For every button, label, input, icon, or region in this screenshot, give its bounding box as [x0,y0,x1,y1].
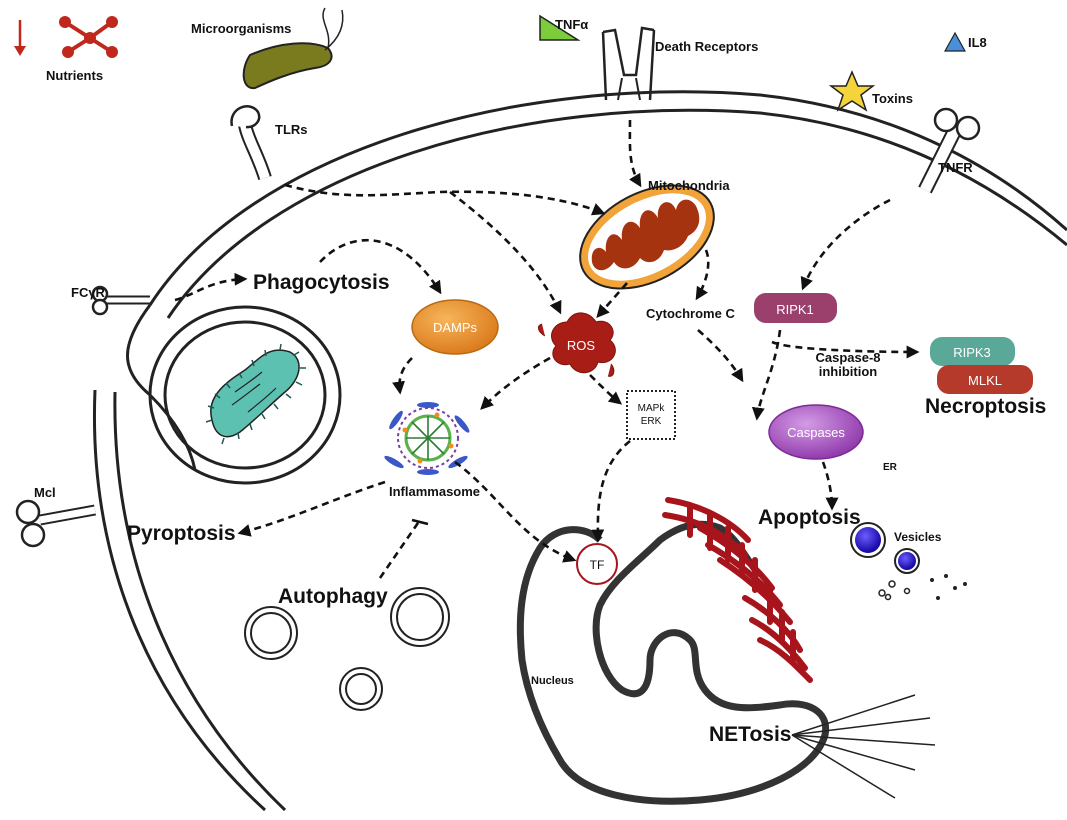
ripk3-node [930,337,1015,366]
caspase8-label-line2: inhibition [819,364,878,379]
tnfr-label: TNFR [938,160,973,175]
damps-node [411,299,499,355]
toxin-icon [828,70,876,112]
cell-membrane [92,90,1067,812]
netosis-label: NETosis [709,723,791,746]
phagosome [126,304,342,485]
autophagy-label: Autophagy [278,585,388,608]
nucleus-label: Nucleus [531,675,574,687]
ripk1-label: RIPK1 [776,302,814,317]
fcgr-label: FCγR [71,285,106,300]
nutrients-icon [14,16,118,58]
ros-label: ROS [567,338,596,353]
vesicles-label: Vesicles [894,530,942,544]
necroptosis-label: Necroptosis [925,395,1046,418]
death-receptor [601,26,656,101]
phagocytosis-label: Phagocytosis [253,271,390,294]
erk-label: ERK [641,416,662,427]
mitochondria-label: Mitochondria [648,178,730,193]
er-label: ER [883,462,898,473]
mitochondrion [579,184,715,290]
nucleus [516,520,830,805]
fcgr-receptor [91,285,150,316]
mcl-label: Mcl [34,485,56,500]
tf-node [576,543,618,585]
autophagosomes [244,587,450,711]
tlrs-label: TLRs [275,122,308,137]
mapk-label: MAPk [638,403,666,414]
toxins-label: Toxins [872,91,913,106]
ripk1-node [754,293,837,323]
microorganisms-label: Microorganisms [191,21,291,36]
ros-node [537,312,616,377]
tnfr-receptor [918,107,981,194]
er-network [662,497,813,683]
tnfa-label: TNFα [555,17,588,32]
pathway-arrows [174,119,920,579]
inhibition-bar [411,518,429,526]
mlkl-node [937,365,1033,394]
tnfa-icon [539,14,581,41]
inflammasome-label: Inflammasome [389,484,480,499]
tlr-receptor [230,105,272,181]
inflammasome-complex [384,402,470,475]
mlkl-label: MLKL [968,373,1002,388]
mapk-erk-box [626,390,676,440]
death-receptors-label: Death Receptors [655,39,758,54]
nutrients-label: Nutrients [46,68,103,83]
cytochrome-c-label: Cytochrome C [646,306,735,321]
microorganism-icon [242,7,344,90]
vesicles-icon [850,522,967,601]
tf-label: TF [590,558,605,572]
pyroptosis-label: Pyroptosis [127,522,236,545]
net-fibers [791,694,936,799]
damps-label: DAMPs [433,320,478,335]
ripk3-label: RIPK3 [953,345,991,360]
mcl-receptor [15,499,96,548]
il8-icon [943,31,967,52]
caspases-node [768,404,864,460]
caspases-label: Caspases [787,425,845,440]
bacterium-icon [205,343,306,445]
apoptosis-label: Apoptosis [758,506,861,529]
il8-label: IL8 [968,35,987,50]
caspase8-label-line1: Caspase-8 [815,350,880,365]
